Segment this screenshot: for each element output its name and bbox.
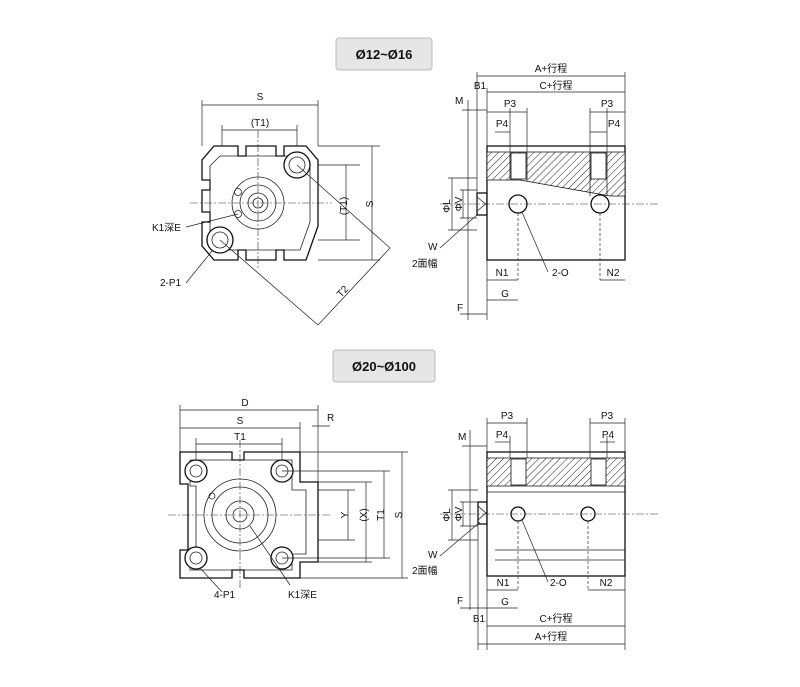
top-front-dim-t1: (T1) xyxy=(251,118,269,129)
bottom-side-label-o: 2-O xyxy=(550,578,567,589)
bottom-front-dim-x: (X) xyxy=(359,508,370,521)
top-side-label-o: 2-O xyxy=(552,268,569,279)
top-side-label-w2: 2面幅 xyxy=(412,257,438,270)
section-title-large: Ø20~Ø100 xyxy=(332,349,436,383)
top-side-dim-g: G xyxy=(501,289,509,300)
top-front-dim-s-side: S xyxy=(365,200,376,207)
top-side-dim-v: ΦV xyxy=(454,196,465,211)
bottom-side-dim-p4b: P4 xyxy=(602,430,615,441)
top-side-dim-p3b: P3 xyxy=(601,99,614,110)
top-side-view: A+行程 C+行程 B1 M P3 P3 P4 P4 ΦL ΦV W xyxy=(412,62,660,320)
top-front-dim-t1-side: (T1) xyxy=(339,197,350,215)
bottom-side-dim-l: ΦL xyxy=(442,508,453,522)
bottom-side-dim-p3b: P3 xyxy=(601,411,614,422)
top-side-dim-f: F xyxy=(457,303,463,314)
bottom-side-view: P3 P3 P4 P4 M ΦL ΦV W 2面幅 N1 N2 2-O F xyxy=(412,411,660,650)
top-front-dim-t2: T2 xyxy=(335,284,351,300)
bottom-side-dim-p4a: P4 xyxy=(496,430,509,441)
top-side-dim-p4b: P4 xyxy=(608,119,621,130)
bottom-front-label-k1: K1深E xyxy=(288,589,317,601)
top-side-dim-n1: N1 xyxy=(496,268,509,279)
bottom-front-view: D R S T1 Y (X) T1 S 4-P1 K1深E xyxy=(168,398,408,601)
bottom-side-dim-g: G xyxy=(501,597,509,608)
bottom-front-dim-s-side: S xyxy=(394,511,405,518)
top-side-dim-l: ΦL xyxy=(442,199,453,213)
bottom-side-label-w2: 2面幅 xyxy=(412,564,438,577)
section-title-small: Ø12~Ø16 xyxy=(335,37,433,71)
bottom-side-dim-n2: N2 xyxy=(600,578,613,589)
bottom-front-label-p1: 4-P1 xyxy=(214,590,236,601)
bottom-side-dim-c: C+行程 xyxy=(539,612,572,625)
bottom-side-dim-p3a: P3 xyxy=(501,411,514,422)
bottom-side-dim-a: A+行程 xyxy=(535,630,568,643)
top-side-dim-c: C+行程 xyxy=(539,79,572,92)
top-side-dim-m: M xyxy=(455,96,463,107)
top-side-dim-p3a: P3 xyxy=(504,99,517,110)
top-side-dim-n2: N2 xyxy=(607,268,620,279)
top-front-label-k1: K1深E xyxy=(152,222,181,234)
top-front-label-p1: 2-P1 xyxy=(160,278,182,289)
top-front-view: S (T1) (T1) S T2 K1深E 2-P1 xyxy=(152,92,391,326)
bottom-side-dim-m: M xyxy=(458,432,466,443)
section-title-small-text: Ø12~Ø16 xyxy=(356,47,413,62)
top-side-dim-b1: B1 xyxy=(474,81,487,92)
bottom-front-dim-t1: T1 xyxy=(234,432,246,443)
bottom-side-label-w: W xyxy=(428,550,438,561)
bottom-side-dim-n1: N1 xyxy=(497,578,510,589)
bottom-side-dim-b1: B1 xyxy=(473,614,486,625)
section-title-large-text: Ø20~Ø100 xyxy=(352,359,416,374)
top-side-dim-a: A+行程 xyxy=(535,62,568,75)
top-side-dim-p4a: P4 xyxy=(496,119,509,130)
top-front-dim-s: S xyxy=(257,92,264,103)
bottom-front-dim-d: D xyxy=(241,398,248,409)
top-side-label-w: W xyxy=(428,242,438,253)
bottom-front-dim-s: S xyxy=(237,416,244,427)
bottom-side-dim-f: F xyxy=(457,596,463,607)
bottom-front-dim-t1-side: T1 xyxy=(376,509,387,521)
bottom-front-dim-r: R xyxy=(327,413,334,424)
bottom-front-dim-y: Y xyxy=(340,511,351,518)
bottom-side-dim-v: ΦV xyxy=(454,506,465,521)
